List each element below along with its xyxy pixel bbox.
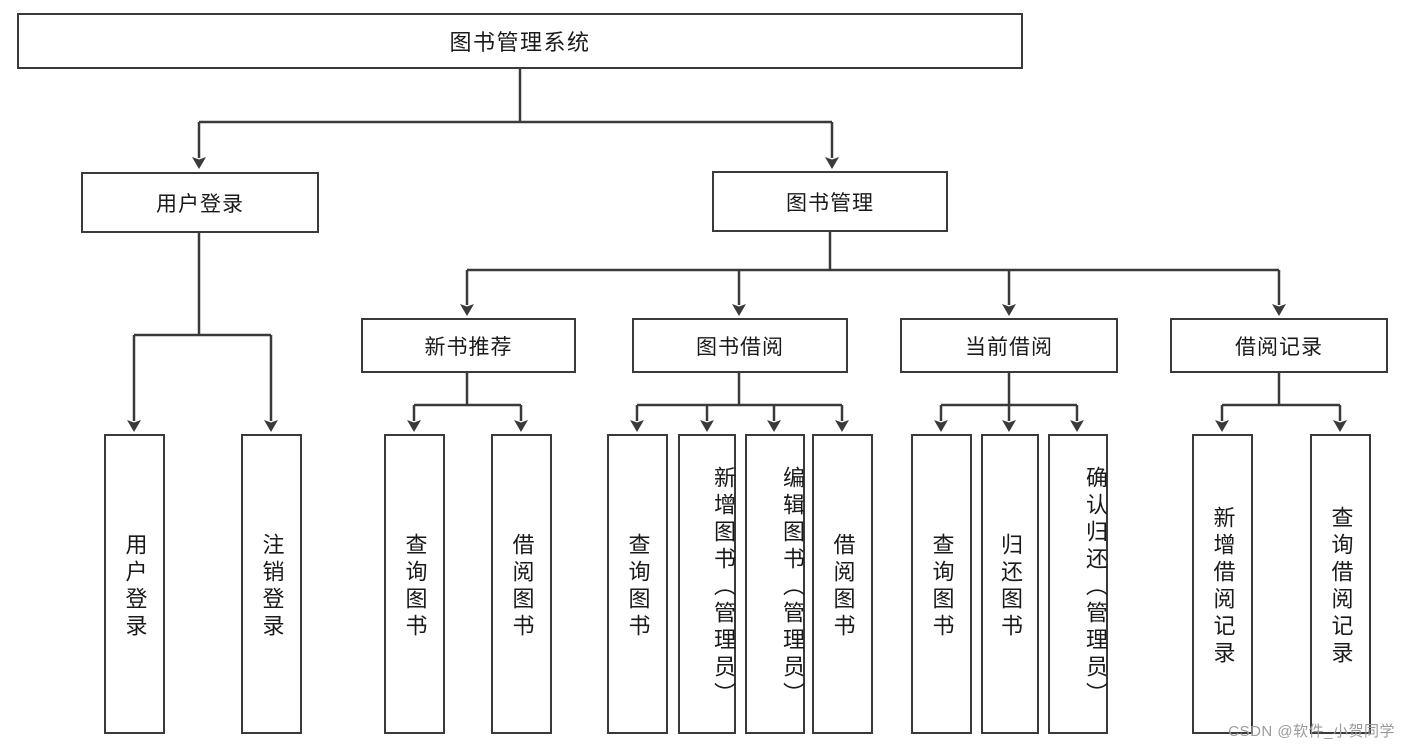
leaf-user-logout[interactable]: 注销登录 [241,434,302,734]
node-label: 查询借阅记录 [1328,506,1354,668]
node-book-borrow[interactable]: 图书借阅 [632,318,848,373]
node-new-book-recommend[interactable]: 新书推荐 [361,318,576,373]
node-label: 图书管理 [786,191,874,215]
node-book-management[interactable]: 图书管理 [712,171,948,232]
node-label: 新增图书（管理员） [711,465,736,709]
node-label: 图书管理系统 [449,30,591,55]
node-label: 借阅图书 [830,533,856,641]
leaf-record-add-record[interactable]: 新增借阅记录 [1192,434,1253,734]
leaf-current-return-book[interactable]: 归还图书 [981,434,1039,734]
node-label: 查询图书 [402,533,428,641]
node-label: 借阅记录 [1235,335,1323,359]
leaf-borrow-add-book-admin[interactable]: 新增图书（管理员） [678,434,736,734]
leaf-borrow-query-book[interactable]: 查询图书 [607,434,668,734]
node-label: 当前借阅 [965,335,1053,359]
node-current-borrow[interactable]: 当前借阅 [900,318,1118,373]
leaf-record-query-record[interactable]: 查询借阅记录 [1310,434,1371,734]
node-label: 用户登录 [122,533,148,641]
watermark: CSDN @软件_小贺同学 [1228,723,1395,740]
node-label: 注销登录 [259,533,285,641]
node-label: 查询图书 [929,533,955,641]
node-label: 图书借阅 [696,335,784,359]
node-label: 新书推荐 [424,335,513,359]
node-label: 借阅图书 [509,533,535,641]
node-user-login[interactable]: 用户登录 [81,172,319,233]
leaf-current-confirm-return-admin[interactable]: 确认归还（管理员） [1048,434,1108,734]
node-label: 编辑图书（管理员） [780,465,805,709]
node-label: 查询图书 [625,533,651,641]
node-label: 用户登录 [156,192,244,216]
node-root-system[interactable]: 图书管理系统 [17,13,1023,69]
leaf-user-login[interactable]: 用户登录 [104,434,165,734]
leaf-recommend-borrow-book[interactable]: 借阅图书 [491,434,552,734]
leaf-recommend-query-book[interactable]: 查询图书 [384,434,445,734]
leaf-borrow-edit-book-admin[interactable]: 编辑图书（管理员） [745,434,805,734]
node-label: 归还图书 [998,533,1023,641]
node-label: 确认归还（管理员） [1083,465,1108,709]
leaf-current-query-book[interactable]: 查询图书 [911,434,972,734]
node-borrow-record[interactable]: 借阅记录 [1170,318,1388,373]
leaf-borrow-borrow-book[interactable]: 借阅图书 [812,434,873,734]
node-label: 新增借阅记录 [1210,506,1236,668]
